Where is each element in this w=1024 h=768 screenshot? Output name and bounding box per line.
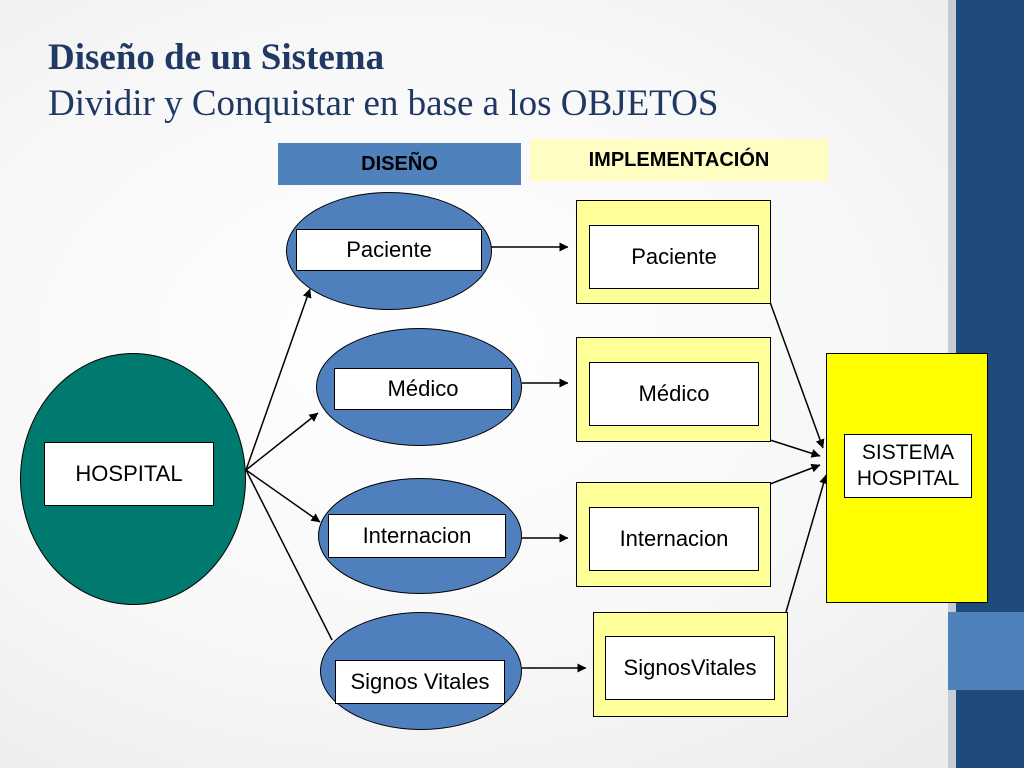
impl-label-paciente: Paciente (589, 225, 759, 289)
design-label-paciente: Paciente (296, 229, 482, 271)
slide-title: Diseño de un Sistema (48, 37, 385, 78)
impl-label-medico: Médico (589, 362, 759, 426)
implementation-header: IMPLEMENTACIÓN (530, 139, 828, 181)
slide-subtitle: Dividir y Conquistar en base a los OBJET… (48, 83, 719, 124)
design-label-medico: Médico (334, 368, 512, 410)
arrow-hospital-internacion (245, 469, 321, 523)
design-label-internacion: Internacion (328, 514, 506, 558)
system-label-line1: SISTEMA (861, 440, 955, 464)
arrow-hospital-medico (245, 412, 319, 471)
design-header: DISEÑO (278, 143, 521, 185)
arrow-hospital-paciente (245, 288, 312, 471)
sidebar-accent-bar (948, 612, 1024, 690)
arrow-internacion-system (769, 463, 821, 485)
system-label: SISTEMA HOSPITAL (844, 434, 972, 498)
system-label-line2: HOSPITAL (856, 467, 960, 490)
hospital-label: HOSPITAL (44, 442, 214, 506)
impl-label-signos: SignosVitales (605, 636, 775, 700)
line-hospital-signos (245, 469, 333, 641)
impl-label-internacion: Internacion (589, 507, 759, 571)
arrow-medico-system (769, 439, 821, 458)
arrow-paciente-system (769, 301, 825, 449)
design-label-signos: Signos Vitales (335, 660, 505, 704)
arrow-signos-system (785, 474, 828, 613)
